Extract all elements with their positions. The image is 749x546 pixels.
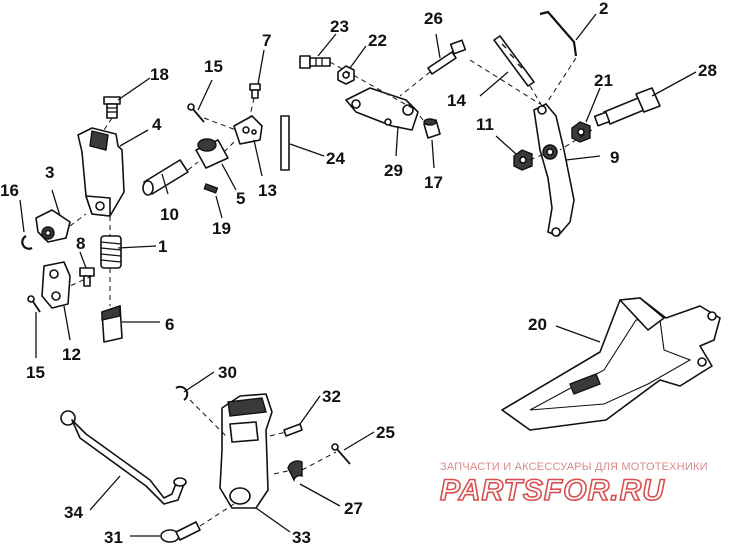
callout-14: 14 — [447, 91, 466, 110]
part-30-clip — [175, 385, 189, 401]
callout-5: 5 — [236, 189, 245, 208]
part-29-bracket — [345, 87, 419, 131]
callout-33: 33 — [292, 528, 311, 546]
part-34-control-rod — [60, 410, 187, 505]
watermark: ЗАПЧАСТИ И АКСЕССУАРЫ ДЛЯ МОТОТЕХНИКИ PA… — [439, 461, 708, 508]
watermark-logo: PARTSFOR.RU — [440, 474, 665, 507]
watermark-caption: ЗАПЧАСТИ И АКСЕССУАРЫ ДЛЯ МОТОТЕХНИКИ — [440, 461, 708, 473]
part-1-spring — [100, 235, 122, 269]
callout-11: 11 — [476, 115, 494, 134]
part-15-cotter-pin-left — [27, 295, 41, 313]
part-16-clip — [21, 235, 33, 250]
part-11-nut — [513, 149, 533, 171]
part-24-rod — [280, 115, 290, 171]
part-12-bracket — [41, 261, 71, 309]
callout-8: 8 — [76, 234, 85, 253]
part-23-bolt — [299, 55, 331, 69]
callout-25: 25 — [376, 423, 395, 442]
part-13-lever — [233, 115, 263, 145]
callout-6: 6 — [165, 315, 174, 334]
assembly-lines — [69, 57, 593, 527]
callout-32: 32 — [322, 387, 341, 406]
callout-27: 27 — [344, 499, 363, 518]
callout-30: 30 — [218, 363, 237, 382]
part-17-bushing — [423, 118, 441, 139]
callout-24: 24 — [326, 149, 345, 168]
callout-17: 17 — [424, 173, 443, 192]
callout-2: 2 — [599, 0, 608, 18]
part-7-screw — [249, 83, 261, 99]
part-32-pin — [283, 423, 303, 437]
callout-1: 1 — [158, 237, 167, 256]
callout-16: 16 — [0, 181, 19, 200]
callout-22: 22 — [368, 31, 387, 50]
part-10-pin — [142, 159, 189, 196]
part-18-screw — [103, 96, 121, 119]
part-8-screw — [79, 267, 95, 287]
part-31-bolt — [160, 521, 201, 543]
part-5-sleeve — [195, 138, 229, 169]
callout-9: 9 — [610, 148, 619, 167]
part-3-lever — [35, 209, 71, 243]
part-25-cotter-pin — [331, 443, 351, 465]
part-22-nut — [337, 65, 355, 85]
callout-23: 23 — [330, 17, 349, 36]
callout-20: 20 — [528, 315, 547, 334]
part-15-cotter-pin-top — [187, 103, 205, 123]
callout-31: 31 — [104, 528, 123, 546]
part-21-nut — [571, 121, 591, 143]
callout-10: 10 — [160, 205, 179, 224]
callout-13: 13 — [258, 181, 277, 200]
part-27-washer — [287, 460, 303, 482]
callout-15-top: 15 — [204, 57, 223, 76]
callout-15-left: 15 — [26, 363, 45, 382]
callout-29: 29 — [384, 161, 403, 180]
callout-4: 4 — [152, 115, 162, 134]
part-20-tray — [501, 297, 721, 431]
callout-26: 26 — [424, 9, 443, 28]
part-14-cable-sleeve — [493, 35, 535, 87]
part-19-spring-pin — [203, 183, 219, 194]
callout-labels: 1 2 3 4 5 6 7 8 9 10 11 12 13 14 15 15 1… — [0, 0, 717, 546]
callout-34: 34 — [64, 503, 83, 522]
leader-lines — [19, 13, 697, 537]
part-33-handle — [219, 393, 273, 509]
callout-28: 28 — [698, 61, 717, 80]
part-2-link-rod — [539, 10, 578, 57]
part-4-housing — [77, 127, 125, 217]
callout-18: 18 — [150, 65, 169, 84]
part-6-bushing — [101, 305, 123, 343]
part-28-shoulder-bolt — [593, 87, 661, 127]
callout-19: 19 — [212, 219, 231, 238]
part-9-lever-arm — [533, 103, 575, 237]
callout-3: 3 — [45, 163, 54, 182]
callout-21: 21 — [594, 71, 613, 90]
callout-7: 7 — [262, 31, 271, 50]
part-26-bolt — [427, 39, 467, 75]
callout-12: 12 — [62, 345, 81, 364]
